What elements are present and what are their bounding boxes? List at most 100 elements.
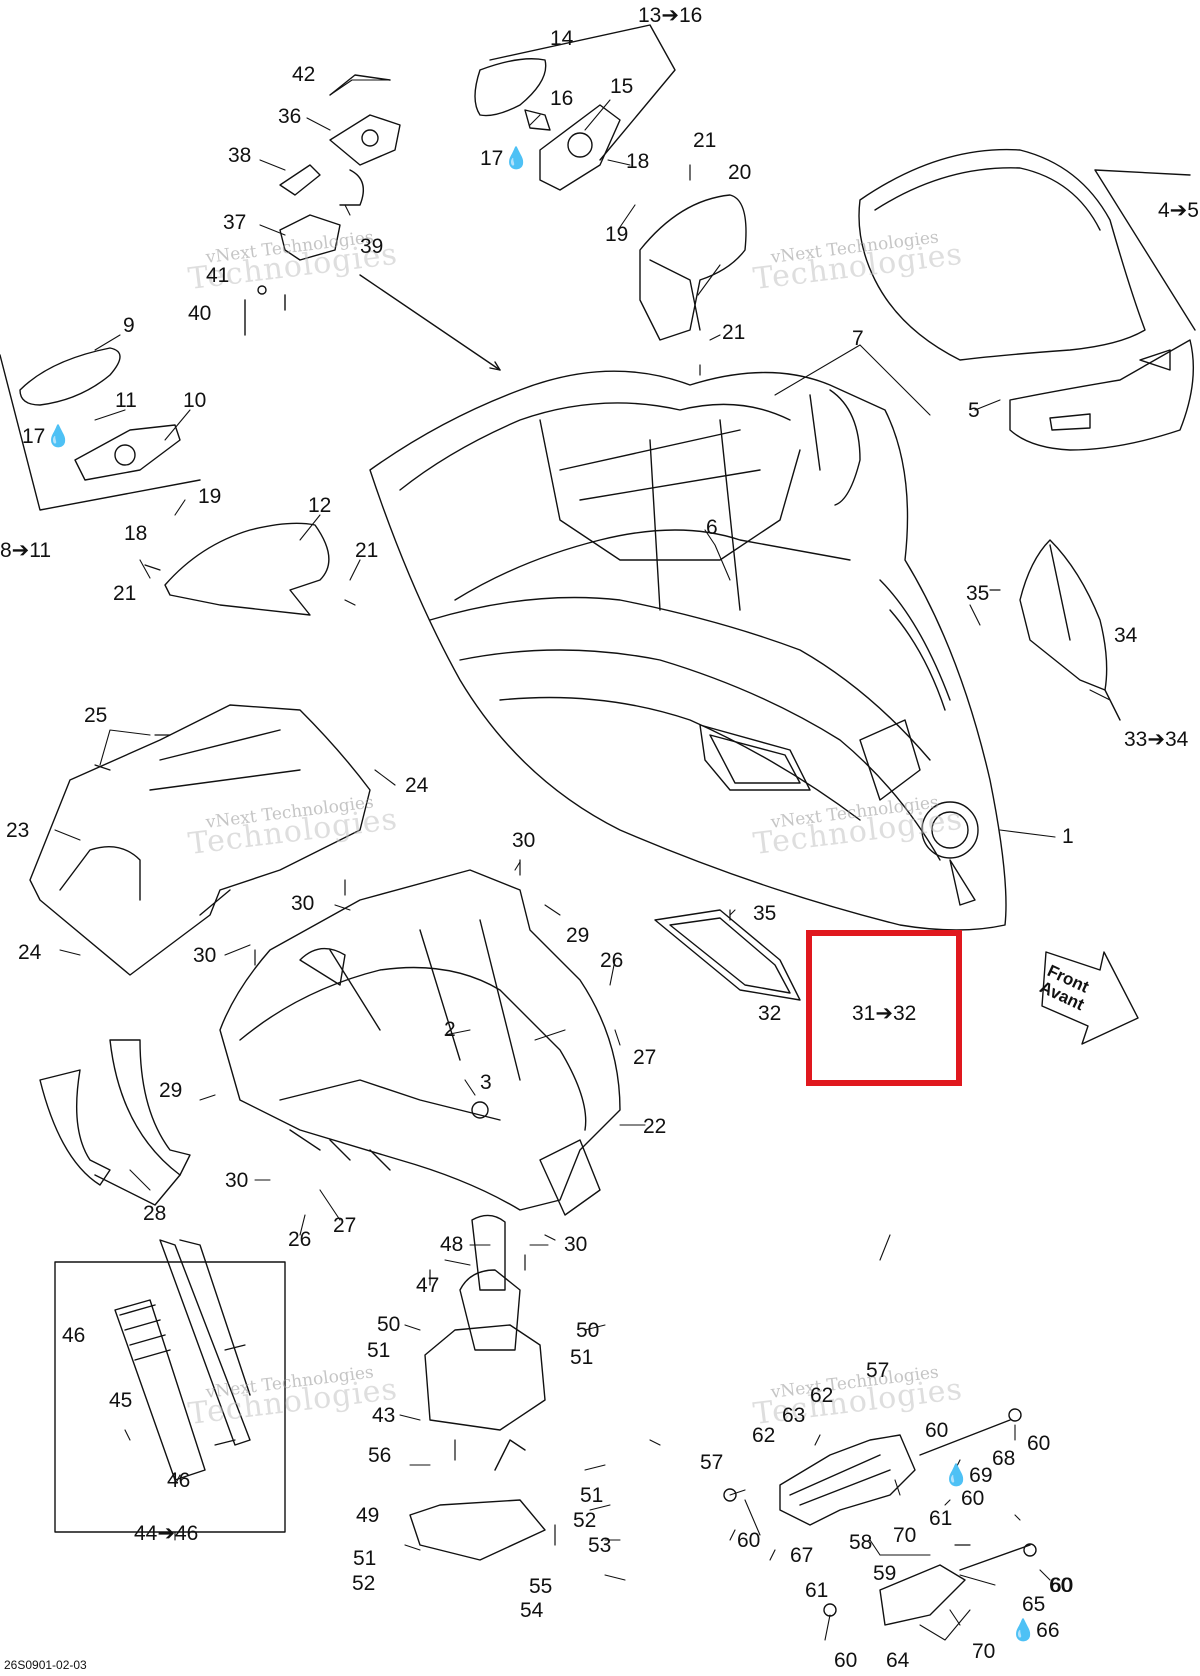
callout-70-a: 70 xyxy=(893,1524,917,1547)
callout-48: 48 xyxy=(440,1233,464,1256)
highlight-box xyxy=(806,930,962,1086)
callout-62-top: 62 xyxy=(810,1384,834,1407)
callout-2: 2 xyxy=(444,1018,456,1041)
callout-12: 12 xyxy=(308,494,332,517)
callout-33-34: 33➔34 xyxy=(1124,728,1189,751)
callout-7: 7 xyxy=(852,327,864,350)
mirror-assembly-8-11 xyxy=(0,347,201,511)
callout-51-a: 51 xyxy=(367,1339,391,1362)
callout-47: 47 xyxy=(416,1274,440,1297)
callout-54: 54 xyxy=(520,1599,544,1622)
callout-38: 38 xyxy=(228,144,252,167)
callout-28: 28 xyxy=(143,1202,167,1225)
callout-50-right: 50 xyxy=(576,1319,600,1342)
callout-15: 15 xyxy=(610,75,634,98)
callout-32: 32 xyxy=(758,1002,782,1025)
vent-panel-31-32 xyxy=(654,909,801,1001)
callout-70-b: 70 xyxy=(972,1640,996,1663)
bracket-part-23 xyxy=(29,704,371,976)
side-panel-33-34 xyxy=(1019,539,1121,721)
callout-45: 45 xyxy=(109,1389,133,1412)
callout-18-left: 18 xyxy=(124,522,148,545)
callout-19-top: 19 xyxy=(605,223,629,246)
callout-51-d: 51 xyxy=(353,1547,377,1570)
callout-62-mid: 62 xyxy=(752,1424,776,1447)
callout-21-c: 21 xyxy=(355,539,379,562)
callout-36: 36 xyxy=(278,105,302,128)
callout-67: 67 xyxy=(790,1544,814,1567)
callout-61-a: 61 xyxy=(929,1507,953,1530)
straps-part-28 xyxy=(39,1039,191,1206)
callout-26-top: 26 xyxy=(600,949,624,972)
callout-60-b: 60 xyxy=(1027,1432,1051,1455)
callout-17-top: 17💧 xyxy=(480,147,530,170)
callout-57-left: 57 xyxy=(700,1451,724,1474)
callout-13-16: 13➔16 xyxy=(638,4,703,27)
drawing-code: 26S0901-02-03 xyxy=(4,1658,87,1672)
inset-box-44-46 xyxy=(54,1239,286,1533)
mirror-housing-20 xyxy=(639,194,747,341)
chassis-part-22 xyxy=(219,869,621,1216)
callout-20: 20 xyxy=(728,161,752,184)
controls-36-42 xyxy=(244,74,501,371)
callout-56: 56 xyxy=(368,1444,392,1467)
callout-58: 58 xyxy=(849,1531,873,1554)
callout-31-32: 31➔32 xyxy=(852,1002,917,1025)
callout-40: 40 xyxy=(188,302,212,325)
callout-17-left: 17💧 xyxy=(22,425,72,448)
callout-16: 16 xyxy=(550,87,574,110)
callout-42: 42 xyxy=(292,63,316,86)
callout-24-bottom: 24 xyxy=(18,941,42,964)
callout-39: 39 xyxy=(360,235,384,258)
callout-61-b: 61 xyxy=(805,1579,829,1602)
callout-23: 23 xyxy=(6,819,30,842)
callout-41: 41 xyxy=(206,264,230,287)
callout-68: 68 xyxy=(992,1447,1016,1470)
hood-part-1 xyxy=(369,370,1007,931)
callout-21-d: 21 xyxy=(113,582,137,605)
callout-60-g: 60 xyxy=(834,1649,858,1672)
windshield-part-4 xyxy=(858,148,1196,451)
callout-69: 💧69 xyxy=(943,1464,993,1487)
callout-60-d: 60 xyxy=(737,1529,761,1552)
callout-49: 49 xyxy=(356,1504,380,1527)
callout-6: 6 xyxy=(706,516,718,539)
callout-64: 64 xyxy=(886,1649,910,1672)
callout-10: 10 xyxy=(183,389,207,412)
callout-30-e: 30 xyxy=(564,1233,588,1256)
callout-52-b: 52 xyxy=(352,1572,376,1595)
callout-8-11: 8➔11 xyxy=(0,539,52,562)
bracket-parts-43-49 xyxy=(409,1214,546,1561)
callout-5: 5 xyxy=(968,399,980,422)
callout-37: 37 xyxy=(223,211,247,234)
hardware-fasteners xyxy=(94,164,1001,1546)
callout-25: 25 xyxy=(84,704,108,727)
callout-60-c: 60 xyxy=(961,1487,985,1510)
callout-21-a: 21 xyxy=(693,129,717,152)
callout-52-a: 52 xyxy=(573,1509,597,1532)
callout-24-top: 24 xyxy=(405,774,429,797)
callout-35-right: 35 xyxy=(966,582,990,605)
callout-30-a: 30 xyxy=(512,829,536,852)
callout-53: 53 xyxy=(588,1534,612,1557)
callout-43: 43 xyxy=(372,1404,396,1427)
callout-14: 14 xyxy=(550,27,574,50)
callout-29-top: 29 xyxy=(566,924,590,947)
callout-30-b: 30 xyxy=(291,892,315,915)
callout-19-left: 19 xyxy=(198,485,222,508)
callout-60-a: 60 xyxy=(925,1419,949,1442)
callout-29-left: 29 xyxy=(159,1079,183,1102)
callout-60-f: 60 xyxy=(1049,1574,1073,1597)
callout-26-bottom: 26 xyxy=(288,1228,312,1251)
callout-57-top: 57 xyxy=(866,1359,890,1382)
front-direction-arrow-icon xyxy=(1041,951,1139,1045)
callout-59: 59 xyxy=(873,1562,897,1585)
callout-30-d: 30 xyxy=(225,1169,249,1192)
callout-55: 55 xyxy=(529,1575,553,1598)
footrest-assembly-57-70 xyxy=(723,1408,1037,1626)
callout-11: 11 xyxy=(115,389,137,412)
callout-63: 63 xyxy=(782,1404,806,1427)
callout-27-right: 27 xyxy=(633,1046,657,1069)
callout-66: 💧66 xyxy=(1010,1619,1060,1642)
